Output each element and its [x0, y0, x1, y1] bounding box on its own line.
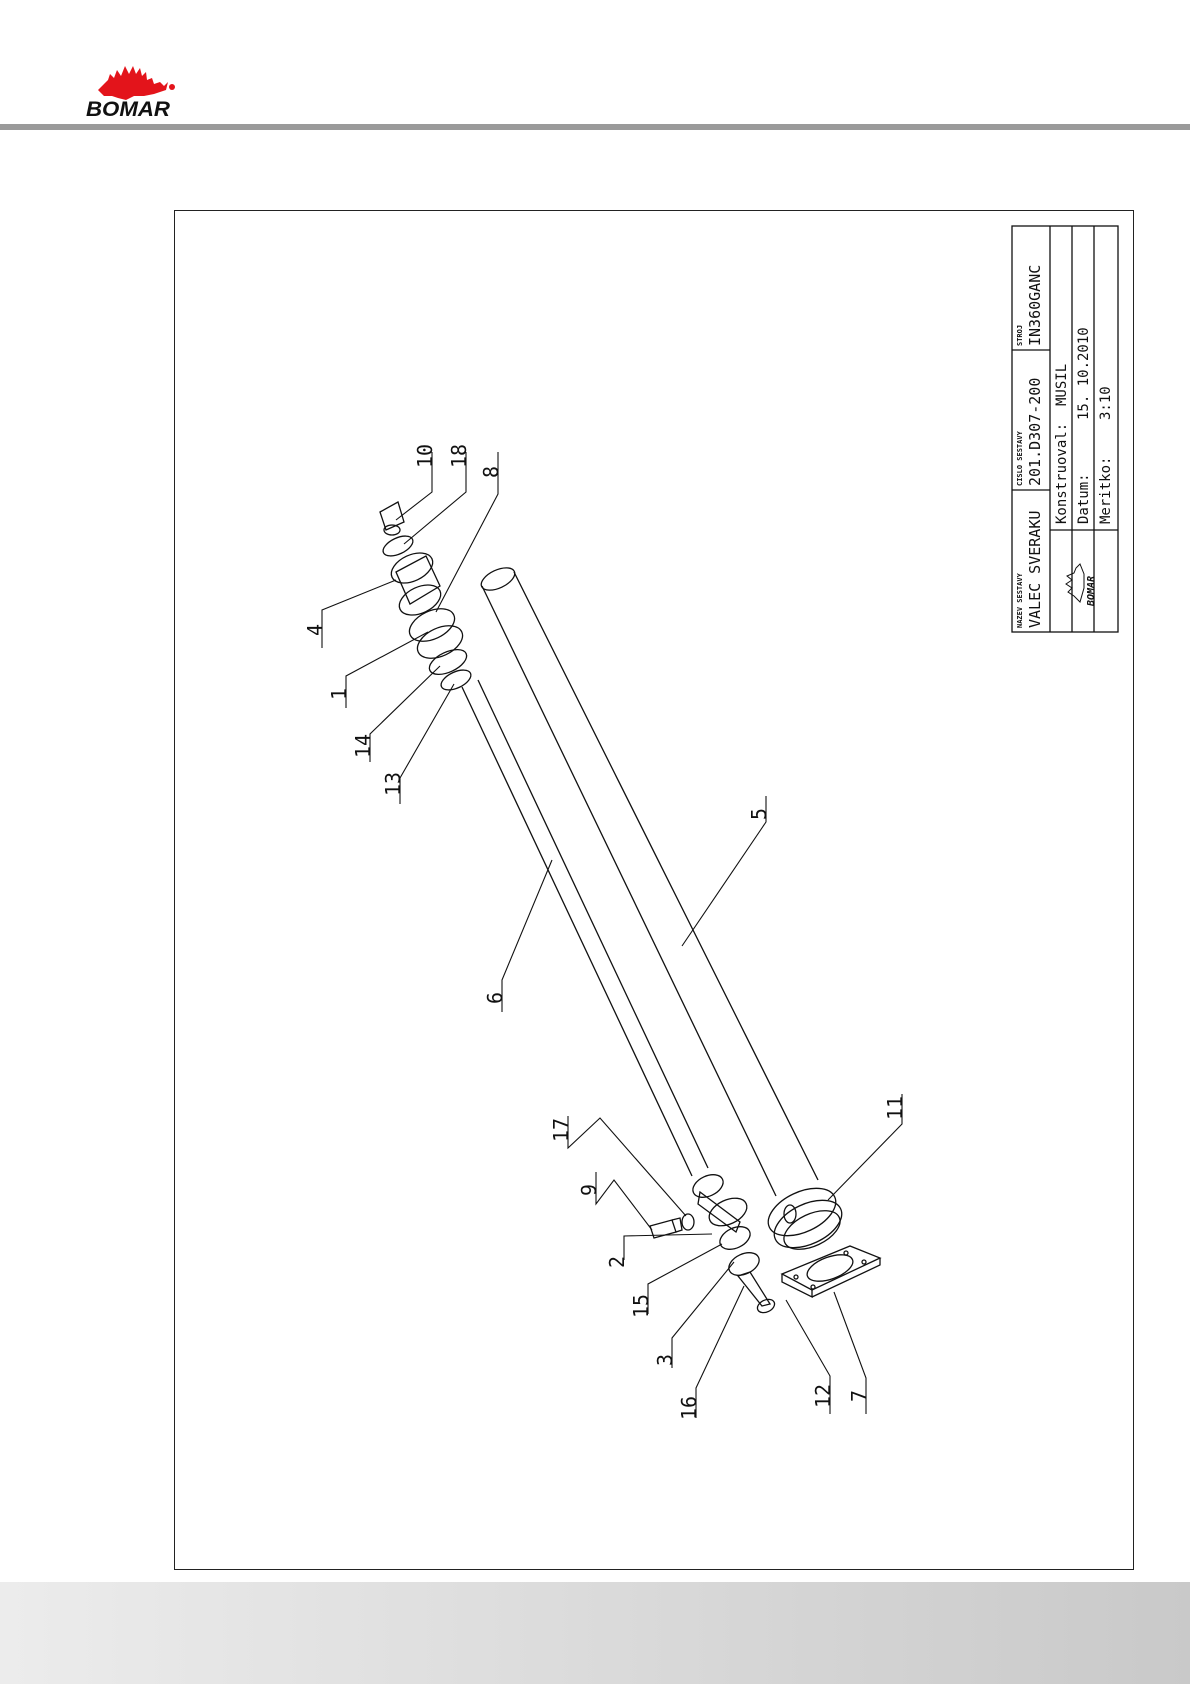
callout-10: 10 — [413, 444, 437, 468]
tb-logo-text: BOMAR — [1086, 576, 1097, 607]
rod-end-parts — [650, 1170, 777, 1315]
callout-3: 3 — [653, 1354, 677, 1366]
tb-logo: BOMAR — [1066, 564, 1097, 607]
callout-13: 13 — [381, 772, 405, 796]
flange-plate — [782, 1246, 880, 1297]
tb-label-date: Datum: — [1076, 473, 1092, 524]
tb-label-machine: STROJ — [1016, 325, 1024, 346]
callout-9: 9 — [577, 1184, 601, 1196]
tb-scale: 3:10 — [1098, 386, 1114, 420]
callout-11: 11 — [883, 1096, 907, 1120]
tb-machine: IN360GANC — [1026, 265, 1044, 346]
callout-6: 6 — [483, 992, 507, 1004]
tb-designer: MUSIL — [1054, 364, 1070, 406]
callout-labels: 10 18 8 4 1 14 13 5 6 11 17 9 2 15 3 16 … — [303, 444, 907, 1420]
tb-assembly-number: 201.D307-200 — [1026, 378, 1044, 486]
tb-assembly-name: VALEC SVERAKU — [1026, 511, 1044, 628]
tb-label-assembly-number: CISLO SESTAVY — [1016, 430, 1024, 486]
cylinder-tube — [478, 563, 818, 1196]
callout-15: 15 — [629, 1294, 653, 1318]
leader-lines — [322, 452, 902, 1418]
callout-17: 17 — [549, 1118, 573, 1142]
tb-stegosaurus-icon — [1066, 564, 1084, 602]
callout-5: 5 — [747, 808, 771, 820]
callout-1: 1 — [327, 688, 351, 700]
tb-label-designer: Konstruoval: — [1054, 423, 1070, 524]
head-end-parts — [380, 502, 474, 694]
title-block: NAZEV SESTAVY VALEC SVERAKU CISLO SESTAV… — [1012, 226, 1118, 632]
callout-2: 2 — [605, 1256, 629, 1268]
tb-label-scale: Meritko: — [1098, 457, 1114, 524]
callout-8: 8 — [479, 466, 503, 478]
piston-rod — [462, 680, 708, 1176]
tb-date: 15. 10.2010 — [1076, 327, 1092, 420]
cylinder-end-cap — [761, 1179, 849, 1258]
tb-label-assembly-name: NAZEV SESTAVY — [1016, 572, 1024, 628]
callout-12: 12 — [811, 1384, 835, 1408]
footer-band — [0, 1582, 1190, 1684]
callout-14: 14 — [351, 734, 375, 758]
callout-7: 7 — [847, 1390, 871, 1402]
callout-16: 16 — [677, 1396, 701, 1420]
callout-4: 4 — [303, 624, 327, 636]
callout-18: 18 — [447, 444, 471, 468]
